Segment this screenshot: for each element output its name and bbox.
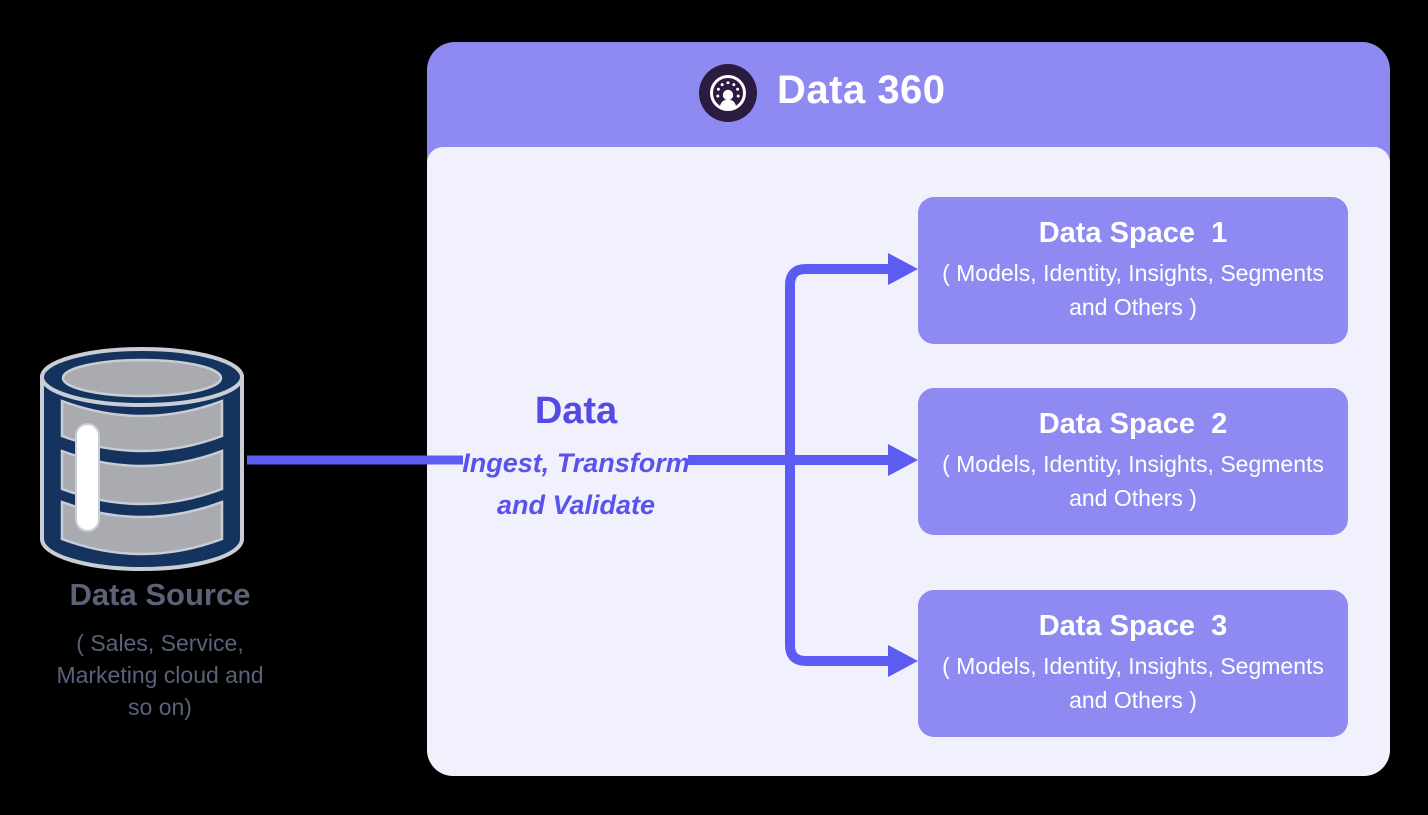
data-space-3-detail: ( Models, Identity, Insights, Segments a… xyxy=(942,653,1324,713)
flow-subtitle-line-2: and Validate xyxy=(496,489,656,520)
data-space-1-card: Data Space 1 ( Models, Identity, Insight… xyxy=(918,197,1348,344)
data-360-title: Data 360 xyxy=(777,68,946,112)
data-space-2-detail: ( Models, Identity, Insights, Segments a… xyxy=(942,451,1324,511)
data-source-line-1: ( Sales, Service, xyxy=(76,630,244,656)
data-source-line-2: Marketing cloud and xyxy=(56,662,264,689)
data-space-1-title: Data Space 1 xyxy=(1038,217,1228,250)
data-space-2-title: Data Space 2 xyxy=(1038,408,1228,441)
data-source-title: Data Source xyxy=(69,577,251,612)
flow-title: Data xyxy=(534,390,618,432)
flow-subtitle-line-1: Ingest, Transform xyxy=(462,448,690,478)
data-360-header: Data 360 xyxy=(427,42,1390,147)
customer-360-icon xyxy=(699,64,757,122)
data-source-label: Data Source ( Sales, Service, Marketing … xyxy=(15,577,305,724)
data-source-line-3: so on) xyxy=(128,694,192,721)
flow-label: Data Ingest, Transform and Validate xyxy=(430,390,722,527)
data-space-2-card: Data Space 2 ( Models, Identity, Insight… xyxy=(918,388,1348,535)
data-360-panel: Data 360 Data Space 1 ( Models, Identity… xyxy=(427,42,1390,776)
data-space-3-title: Data Space 3 xyxy=(1038,610,1228,643)
database-icon xyxy=(40,347,244,571)
data-space-3-card: Data Space 3 ( Models, Identity, Insight… xyxy=(918,590,1348,737)
data-space-1-detail: ( Models, Identity, Insights, Segments a… xyxy=(942,260,1324,320)
